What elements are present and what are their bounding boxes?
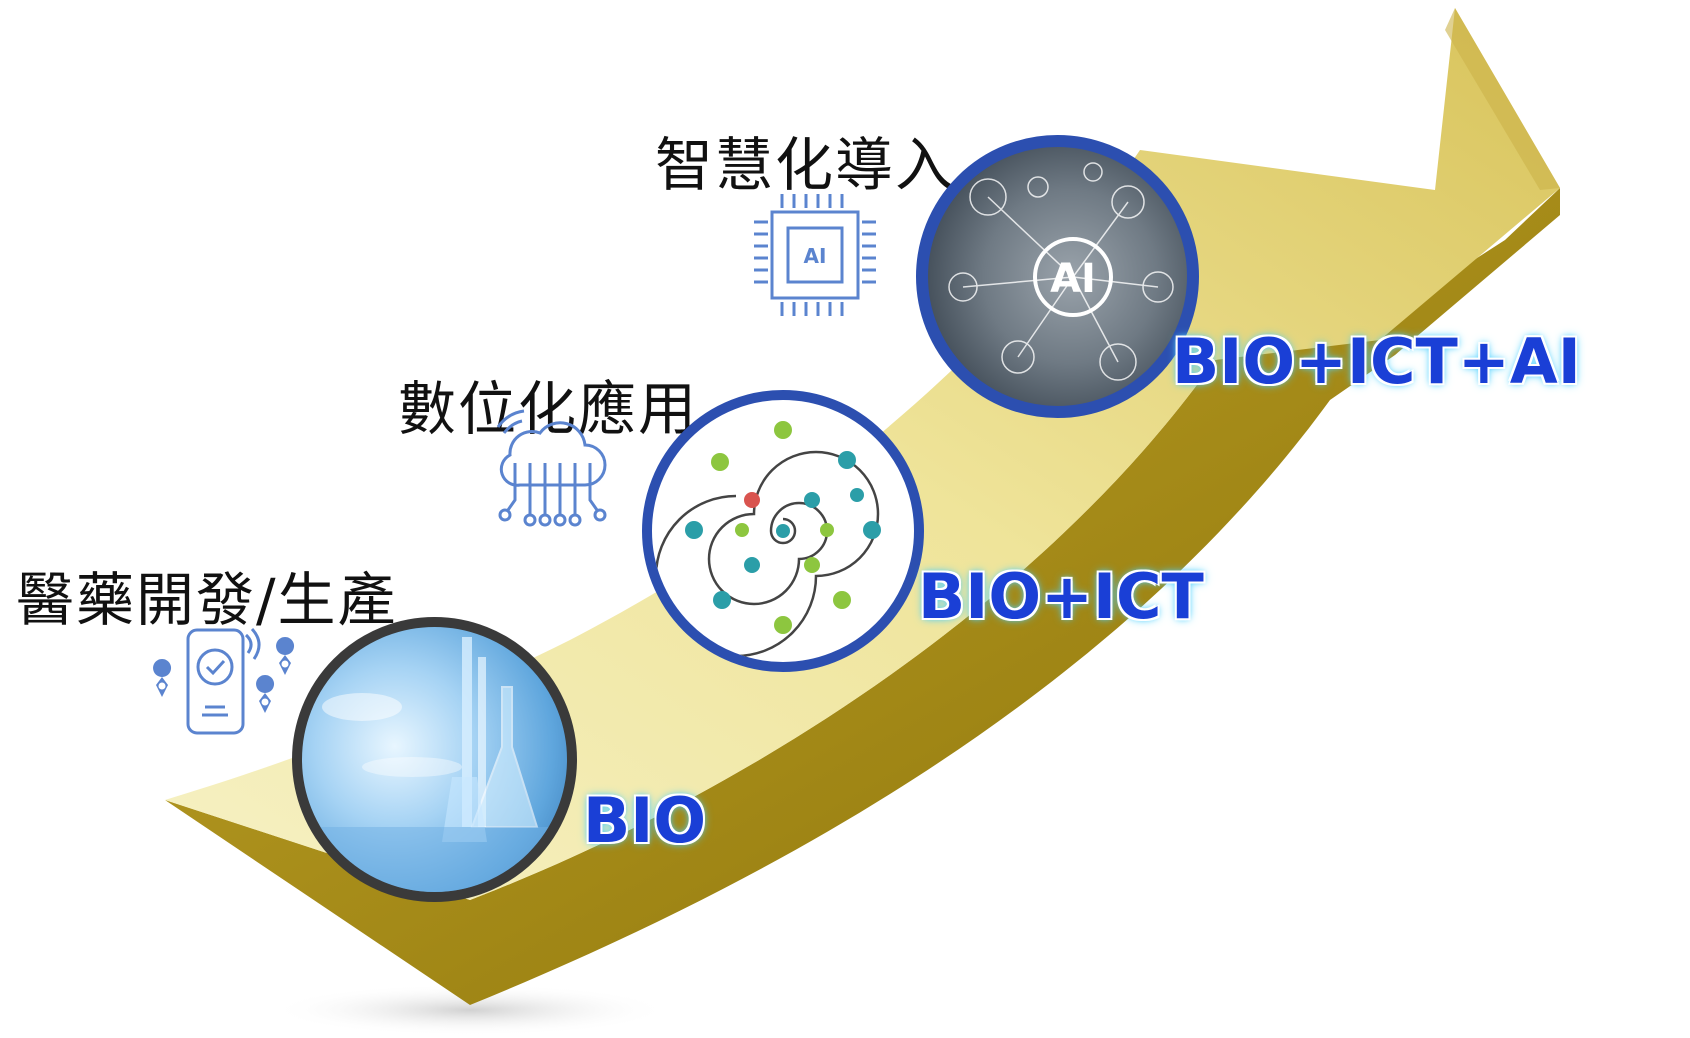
arrow-side-face bbox=[165, 188, 1560, 1005]
arrow-head-edge bbox=[1445, 8, 1560, 190]
cloud-network-icon bbox=[496, 409, 607, 527]
stage-label-ict: BIO+ICT bbox=[918, 560, 1204, 633]
ai-technology-photo: AI bbox=[916, 135, 1199, 418]
ai-chip-icon: AI bbox=[754, 194, 876, 316]
stage-title-ai: 智慧化導入 bbox=[655, 131, 956, 199]
arrow-shadow bbox=[270, 984, 670, 1036]
stage-label-ai: BIO+ICT+AI bbox=[1172, 325, 1581, 398]
stage-label-bio: BIO bbox=[583, 784, 707, 857]
laboratory-glassware-photo bbox=[292, 617, 577, 902]
ai-chip-text: AI bbox=[804, 244, 827, 268]
stage-title-ict: 數位化應用 bbox=[398, 375, 699, 443]
glassware-illustration bbox=[302, 637, 567, 892]
stage-title-bio: 醫藥開發/生產 bbox=[16, 566, 398, 634]
smartphone-check-location-icon bbox=[153, 627, 295, 735]
ai-badge-text: AI bbox=[1050, 256, 1096, 302]
network-illustration bbox=[654, 421, 881, 658]
ai-network-illustration: AI bbox=[948, 162, 1174, 381]
healthcare-network-diagram bbox=[642, 390, 924, 672]
